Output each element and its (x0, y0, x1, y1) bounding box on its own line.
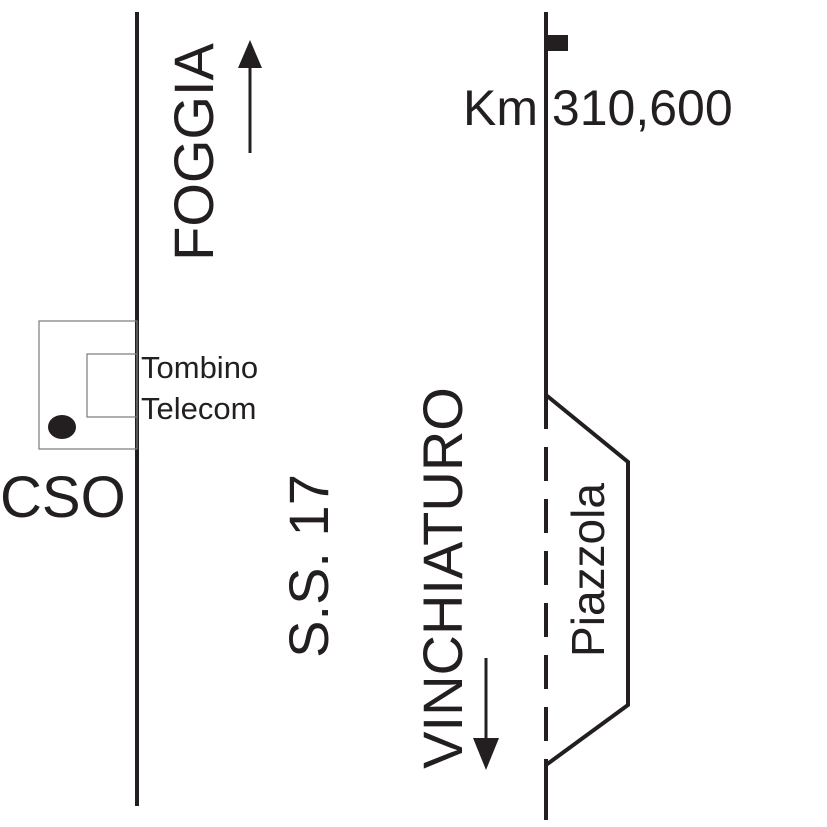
piazzola-label: Piazzola (562, 483, 614, 657)
cso-marker (48, 415, 76, 439)
tombino-label: Tombino (141, 350, 258, 385)
vinchiaturo-label: VINCHIATURO (411, 387, 474, 769)
arrow-up-icon (238, 40, 262, 68)
tombino-box (86, 353, 138, 418)
km-marker (546, 35, 568, 51)
road-label: S.S. 17 (277, 474, 340, 658)
telecom-label: Telecom (141, 391, 256, 426)
piazzola-outline (544, 393, 630, 767)
cso-label: CSO (0, 465, 126, 530)
foggia-label: FOGGIA (162, 42, 225, 260)
km-label: Km 310,600 (463, 80, 733, 136)
arrow-down-icon (473, 738, 499, 770)
